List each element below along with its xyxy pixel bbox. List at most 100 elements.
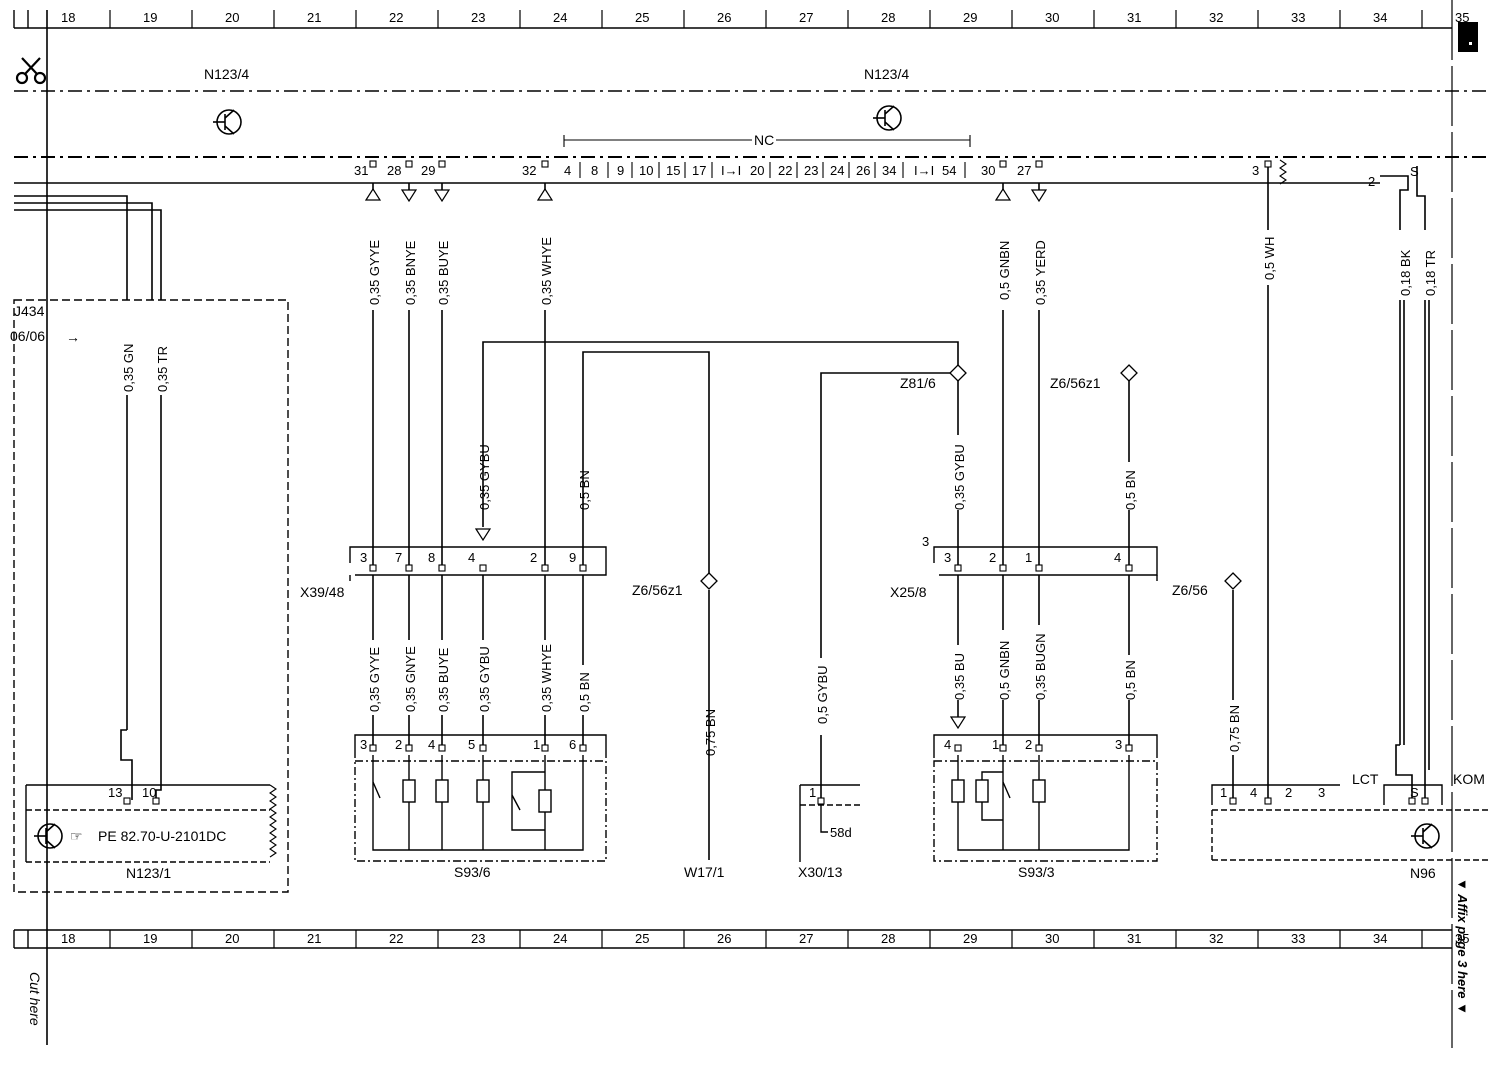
x25-pin: 1	[1025, 550, 1032, 565]
ecu-label-left: N123/4	[204, 66, 249, 82]
s93-6-elements	[372, 779, 552, 813]
column-number: 25	[635, 10, 649, 25]
svg-text:32: 32	[522, 163, 536, 178]
x39-pin: 7	[395, 550, 402, 565]
transistor-icon	[34, 823, 63, 849]
wire-label: 0,5 BN	[1123, 660, 1138, 700]
svg-text:4: 4	[564, 163, 571, 178]
s93-6-pin: 3	[360, 737, 367, 752]
n123-1-dashed-frame	[13, 299, 289, 893]
splice-icon	[700, 572, 718, 590]
column-number: 33	[1291, 10, 1305, 25]
zigzag-break	[269, 784, 277, 858]
bottom-column-ticks	[109, 930, 1423, 948]
column-number: 31	[1127, 10, 1141, 25]
svg-text:22: 22	[778, 163, 792, 178]
wire-label: 0,35 BUYE	[436, 647, 451, 712]
wire-label: 0,5 WH	[1262, 237, 1277, 280]
x25-8-connector	[933, 546, 1158, 581]
x30-wire	[820, 372, 958, 800]
svg-text:17: 17	[692, 163, 706, 178]
splice-label: Z6/56z1	[1050, 375, 1101, 391]
ecu-pin-labels: 31 28 29 32 4 8 9 10 15 17 I→I 20 22 23 …	[354, 163, 1259, 178]
s93-6-pin: 5	[468, 737, 475, 752]
x25-lower-wires	[957, 575, 1130, 745]
column-number: 29	[963, 931, 977, 946]
column-number: 19	[143, 931, 157, 946]
wire-label: 0,35 BU	[952, 653, 967, 700]
x30-sub-label: 58d	[830, 825, 852, 840]
column-number: 30	[1045, 931, 1059, 946]
ecu-pin-separators	[579, 162, 966, 178]
scissors-icon[interactable]	[15, 57, 47, 85]
nc-bracket	[563, 135, 971, 147]
s93-6-label: S93/6	[454, 864, 491, 880]
x30-13-label: X30/13	[798, 864, 843, 880]
s93-3-pin: 3	[1115, 737, 1122, 752]
transistor-icon	[1411, 823, 1440, 849]
wire-label: 0,35 YERD	[1033, 240, 1048, 305]
n96-lct-label: LCT	[1352, 771, 1379, 787]
n123-1-pin: 10	[142, 785, 156, 800]
left-wires	[14, 195, 162, 800]
column-number: 23	[471, 10, 485, 25]
s93-6-pin: 1	[533, 737, 540, 752]
side-reference: 06/06	[10, 328, 45, 344]
wire-label: 0,35 WHYE	[539, 644, 554, 712]
wire-label: 0,5 BN	[1123, 470, 1138, 510]
column-number: 21	[307, 10, 321, 25]
wire-label: 0,5 BN	[577, 470, 592, 510]
svg-text:54: 54	[942, 163, 956, 178]
svg-text:3: 3	[1252, 163, 1259, 178]
column-number: 24	[553, 931, 567, 946]
wire-label: 0,5 GNBN	[997, 641, 1012, 700]
n123-1-label: N123/1	[126, 865, 171, 881]
s93-6-pin: 2	[395, 737, 402, 752]
w17-1-label: W17/1	[684, 864, 725, 880]
arrow-icon: →	[66, 329, 80, 345]
column-number: 31	[1127, 931, 1141, 946]
n96-pin: 2	[1285, 785, 1292, 800]
bottom-column-ruler	[13, 929, 1452, 949]
wire-label-left: 0,35 GN	[121, 344, 136, 392]
column-number: 19	[143, 10, 157, 25]
x30-13-connector	[799, 784, 860, 862]
s93-3-elements	[951, 779, 1046, 803]
svg-text:27: 27	[1017, 163, 1031, 178]
column-number: 32	[1209, 931, 1223, 946]
svg-text:I→I: I→I	[721, 163, 741, 178]
column-number: 24	[553, 10, 567, 25]
svg-text:23: 23	[804, 163, 818, 178]
nc-label: NC	[754, 132, 774, 148]
n96-kom-label: KOM	[1453, 771, 1485, 787]
affix-page-note: ▼ Affix page 3 here ▼	[1455, 878, 1470, 1015]
arrow-icon	[949, 716, 967, 730]
svg-text:8: 8	[591, 163, 598, 178]
x39-pin: 2	[530, 550, 537, 565]
x25-arrows	[994, 187, 1048, 203]
top-column-ticks	[109, 10, 1423, 28]
svg-text:30: 30	[981, 163, 995, 178]
n96-pin: S	[1410, 785, 1419, 800]
x30-pin: 1	[809, 785, 816, 800]
cut-here-note: Cut here	[27, 972, 43, 1026]
wire-label: 0,75 BN	[1227, 705, 1242, 752]
svg-text:20: 20	[750, 163, 764, 178]
x39-pin: 3	[360, 550, 367, 565]
svg-text:24: 24	[830, 163, 844, 178]
x39-48-connector	[349, 546, 607, 581]
x25-wires	[957, 183, 1130, 565]
x25-pin: 3	[944, 550, 951, 565]
column-number: 22	[389, 10, 403, 25]
column-number: 35	[1455, 931, 1469, 946]
column-number: 30	[1045, 10, 1059, 25]
column-number: 20	[225, 10, 239, 25]
s93-3-pin: 4	[944, 737, 951, 752]
svg-text:9: 9	[617, 163, 624, 178]
column-number: 25	[635, 931, 649, 946]
n123-1-component	[25, 784, 270, 863]
n96-pin: 4	[1250, 785, 1257, 800]
svg-text:I→I: I→I	[914, 163, 934, 178]
splice-icon	[1224, 572, 1242, 590]
